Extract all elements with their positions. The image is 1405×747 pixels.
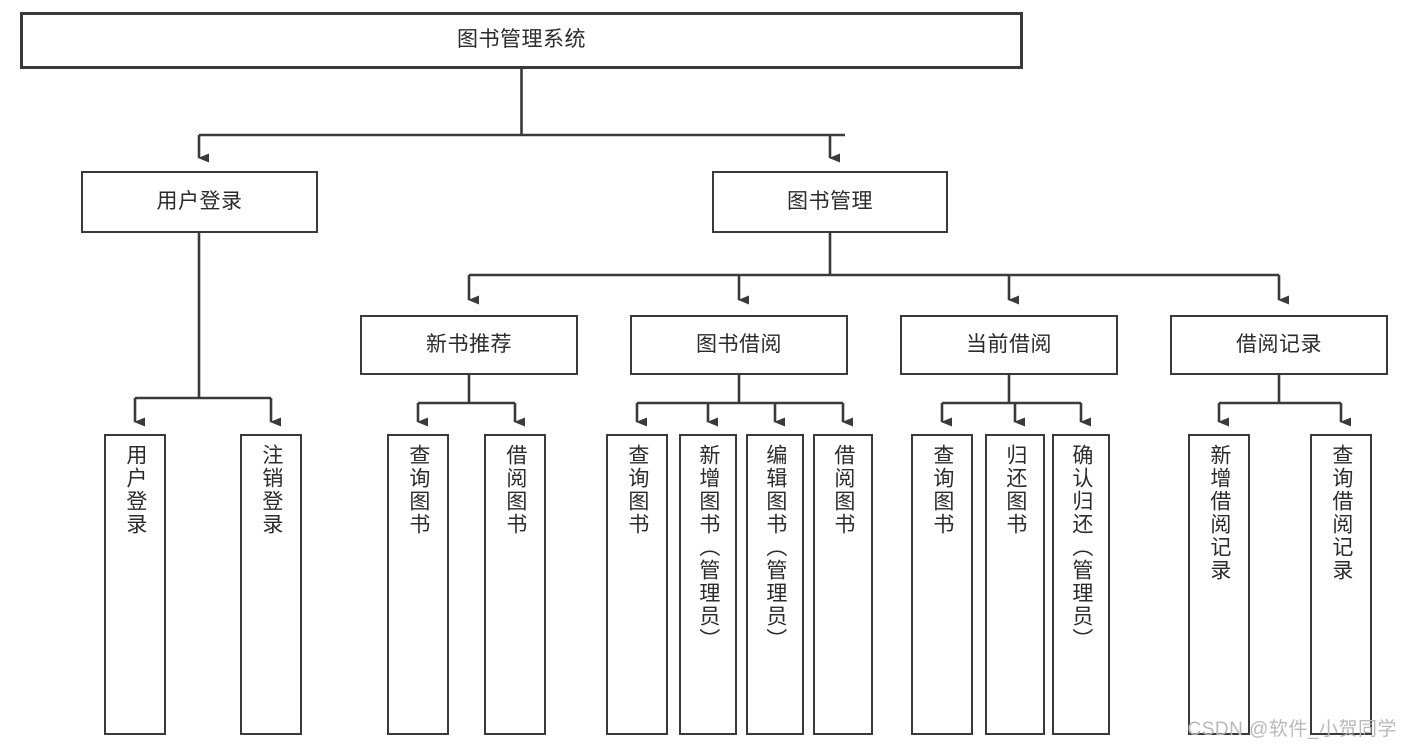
- node-label-leaf-user-login: 用户登录: [123, 444, 147, 536]
- node-user-login[interactable]: 用户登录: [81, 171, 318, 233]
- node-leaf-logout[interactable]: 注销登录: [240, 434, 302, 735]
- node-leaf-query-book-borrow[interactable]: 查询图书: [606, 434, 668, 735]
- node-book-management-system[interactable]: 图书管理系统: [20, 12, 1023, 69]
- node-label-book-management: 图书管理: [787, 189, 873, 213]
- node-leaf-query-book-current[interactable]: 查询图书: [911, 434, 973, 735]
- node-label-leaf-add-record: 新增借阅记录: [1207, 444, 1231, 582]
- node-leaf-query-borrow-record[interactable]: 查询借阅记录: [1310, 434, 1372, 735]
- node-leaf-edit-book[interactable]: 编辑图书（管理员）: [746, 434, 804, 735]
- node-label-leaf-query-book-2: 查询图书: [625, 444, 649, 536]
- node-borrow-record[interactable]: 借阅记录: [1170, 315, 1388, 375]
- node-label-leaf-confirm-return: 确认归还（管理员）: [1069, 444, 1093, 651]
- node-book-management[interactable]: 图书管理: [712, 171, 948, 233]
- node-label-book-management-system: 图书管理系统: [457, 28, 586, 52]
- node-book-borrow[interactable]: 图书借阅: [630, 315, 848, 375]
- node-leaf-return-book[interactable]: 归还图书: [985, 434, 1045, 735]
- node-label-leaf-add-book: 新增图书（管理员）: [696, 444, 720, 651]
- node-label-new-book-recommend: 新书推荐: [426, 332, 512, 356]
- node-label-leaf-borrow-book-2: 借阅图书: [831, 444, 855, 536]
- node-leaf-borrow-book[interactable]: 借阅图书: [813, 434, 873, 735]
- node-leaf-query-book-recommend[interactable]: 查询图书: [387, 434, 449, 735]
- node-label-leaf-edit-book: 编辑图书（管理员）: [763, 444, 787, 651]
- node-label-user-login: 用户登录: [156, 189, 243, 213]
- node-leaf-borrow-book-recommend[interactable]: 借阅图书: [484, 434, 546, 735]
- node-label-leaf-query-book-1: 查询图书: [406, 444, 430, 536]
- node-leaf-user-login[interactable]: 用户登录: [104, 434, 166, 735]
- node-label-leaf-query-record: 查询借阅记录: [1329, 444, 1353, 582]
- node-label-borrow-record: 借阅记录: [1236, 332, 1322, 356]
- node-current-borrow[interactable]: 当前借阅: [900, 315, 1118, 375]
- node-label-current-borrow: 当前借阅: [966, 332, 1052, 356]
- node-label-leaf-query-book-3: 查询图书: [930, 444, 954, 536]
- watermark-text: CSDN @软件_小贺同学: [1187, 719, 1397, 740]
- node-label-leaf-borrow-book-1: 借阅图书: [503, 444, 527, 536]
- node-leaf-confirm-return[interactable]: 确认归还（管理员）: [1052, 434, 1110, 735]
- node-new-book-recommend[interactable]: 新书推荐: [360, 315, 578, 375]
- node-label-leaf-return-book: 归还图书: [1003, 444, 1027, 536]
- node-leaf-add-borrow-record[interactable]: 新增借阅记录: [1188, 434, 1250, 735]
- node-leaf-add-book[interactable]: 新增图书（管理员）: [679, 434, 737, 735]
- node-label-leaf-logout: 注销登录: [259, 444, 283, 536]
- node-label-book-borrow: 图书借阅: [696, 332, 782, 356]
- connectors: [133, 69, 1351, 427]
